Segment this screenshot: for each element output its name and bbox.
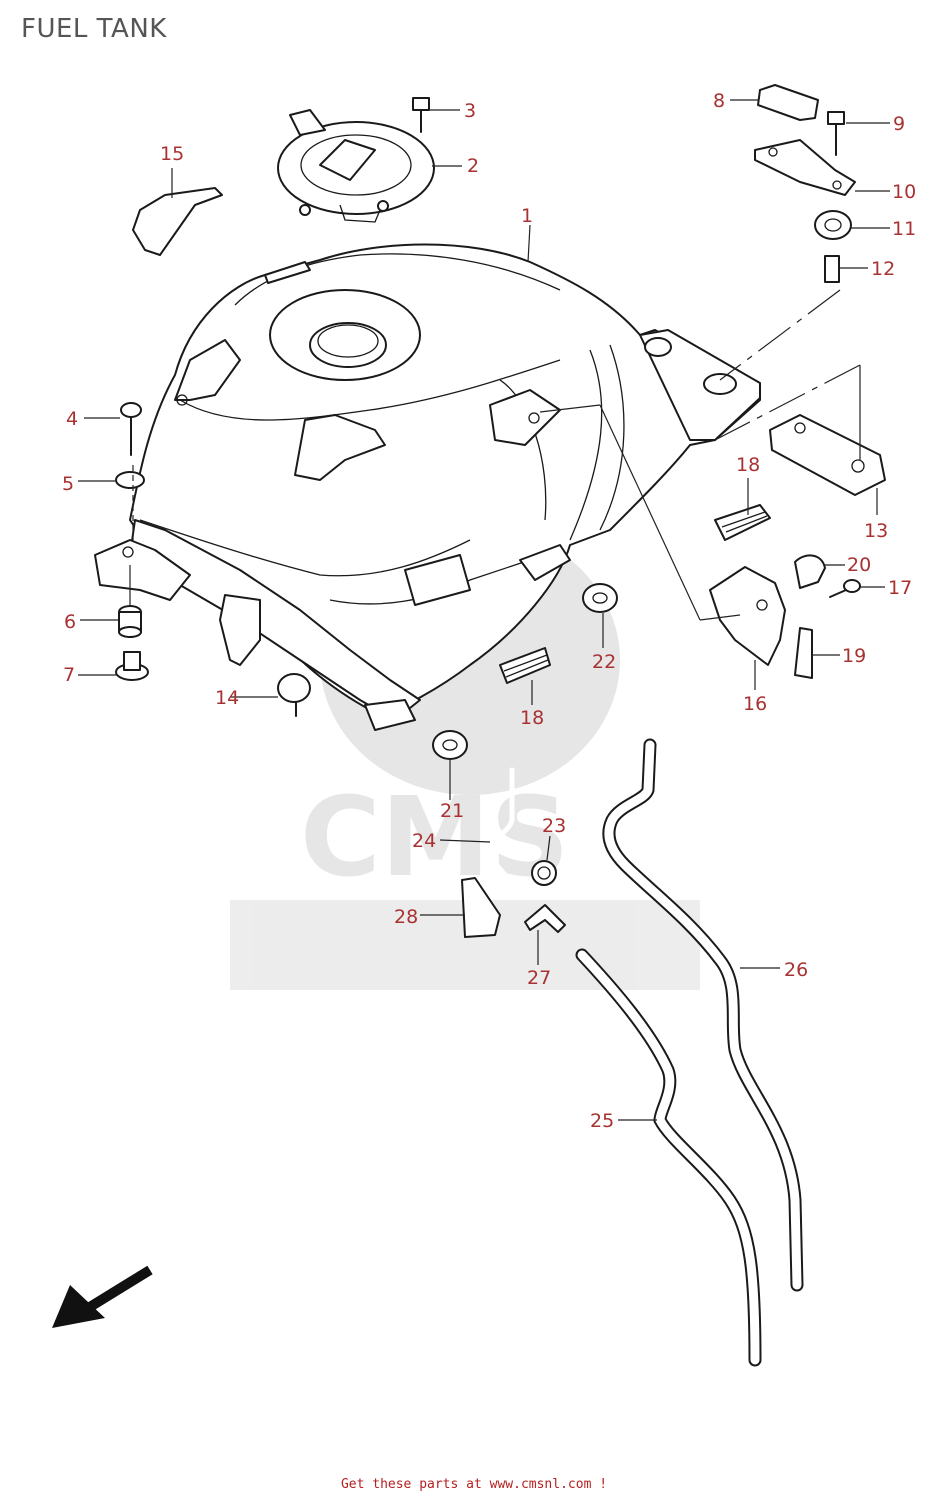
callout-9: 9: [893, 113, 905, 135]
collar-12: [824, 255, 840, 283]
page-title: FUEL TANK: [21, 14, 167, 44]
footer-link-text[interactable]: Get these parts at www.cmsnl.com !: [340, 1477, 608, 1492]
callout-20: 20: [847, 554, 871, 576]
screw-17: [829, 579, 861, 598]
callout-24: 24: [412, 830, 436, 852]
front-direction-arrow-icon: [52, 1265, 153, 1328]
clamp-23: [531, 860, 557, 886]
callout-27: 27: [527, 967, 551, 989]
cushion-14: [277, 673, 311, 717]
callout-4: 4: [66, 408, 78, 430]
callout-13: 13: [864, 520, 888, 542]
callout-26: 26: [784, 959, 808, 981]
fuel-cap-assembly: [277, 109, 435, 223]
leader-lines: [78, 99, 890, 1121]
cushion-6: [118, 605, 142, 638]
callout-28: 28: [394, 906, 418, 928]
grommet-11: [814, 210, 852, 240]
callout-18-upper: 18: [736, 454, 760, 476]
callout-14: 14: [215, 687, 239, 709]
bolt-9: [827, 111, 845, 156]
cap-20: [794, 554, 826, 589]
pad-18-lower: [499, 647, 551, 684]
callout-labels: 1 2 3 4 5 6 7 8 9 10 11 12 13 14 15 16 1…: [62, 90, 916, 1132]
callout-6: 6: [64, 611, 76, 633]
callout-1: 1: [521, 205, 533, 227]
callout-11: 11: [892, 218, 916, 240]
callout-2: 2: [467, 155, 479, 177]
callout-8: 8: [713, 90, 725, 112]
callout-10: 10: [892, 181, 916, 203]
hose-24-inner: [486, 767, 518, 888]
callout-15: 15: [160, 143, 184, 165]
bracket-13: [769, 414, 886, 496]
joint-27: [524, 904, 566, 933]
svg-text:CMS: CMS: [300, 773, 569, 901]
callout-18-lower: 18: [520, 707, 544, 729]
hose-25: [575, 948, 762, 1367]
callout-25: 25: [590, 1110, 614, 1132]
cushion-19: [794, 627, 813, 679]
callout-21: 21: [440, 800, 464, 822]
callout-7: 7: [63, 664, 75, 686]
grommet-21: [432, 730, 468, 760]
callout-16: 16: [743, 693, 767, 715]
callout-5: 5: [62, 473, 74, 495]
callout-12: 12: [871, 258, 895, 280]
fuel-tank-body: [94, 243, 761, 731]
hose-26: [602, 738, 804, 1292]
pad-8: [757, 84, 819, 121]
grommet-22: [582, 583, 618, 613]
plate-10: [754, 139, 856, 196]
rubber-15: [132, 187, 223, 256]
washer-5: [115, 471, 145, 489]
callout-22: 22: [592, 651, 616, 673]
callout-17: 17: [888, 577, 912, 599]
pad-18-upper: [714, 504, 771, 541]
bolt-3: [412, 97, 430, 133]
bolt-4: [120, 402, 142, 456]
callout-19: 19: [842, 645, 866, 667]
bracket-16: [709, 566, 786, 666]
clip-28: [461, 877, 501, 938]
callout-23: 23: [542, 815, 566, 837]
callout-3: 3: [464, 100, 476, 122]
collar-7: [115, 651, 149, 681]
